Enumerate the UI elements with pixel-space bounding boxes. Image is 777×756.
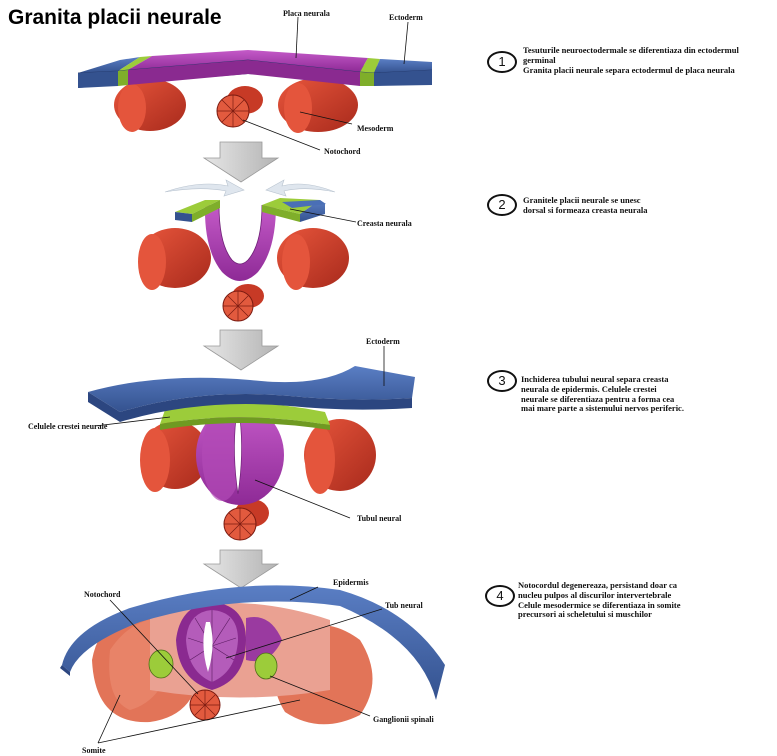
- label-creasta-neurala: Creasta neurala: [357, 219, 412, 228]
- down-arrow-1: [204, 142, 278, 182]
- step-2-number: 2: [487, 194, 517, 216]
- label-ectoderm-3: Ectoderm: [366, 337, 400, 346]
- stage-3-neural-tube: Ectoderm Celulele crestei neurale Tubul …: [28, 337, 415, 540]
- label-tubul-neural: Tubul neural: [357, 514, 402, 523]
- step-4-text: Notocordul degenereaza, persistand doar …: [518, 581, 768, 620]
- fold-arrow-left: [165, 180, 244, 196]
- spinal-ganglion-right: [255, 653, 277, 679]
- stage-1-neural-plate: Placa neurala Ectoderm Mesoderm Notochor…: [78, 9, 432, 156]
- label-placa-neurala: Placa neurala: [283, 9, 330, 18]
- label-notochord-1: Notochord: [324, 147, 361, 156]
- down-arrow-3: [204, 550, 278, 588]
- step-1-text: Tesuturile neuroectodermale se diferenti…: [523, 46, 773, 75]
- fold-arrow-right: [266, 180, 335, 196]
- step-1-number: 1: [487, 51, 517, 73]
- label-ganglionii-spinali: Ganglionii spinali: [373, 715, 434, 724]
- neural-groove: [205, 205, 276, 281]
- stage-4-somites: Epidermis Notochord Tub neural Ganglioni…: [60, 578, 445, 755]
- step-4-number: 4: [485, 585, 515, 607]
- step-3-text: Inchiderea tubului neural separa creasta…: [521, 375, 771, 414]
- label-notochord-4: Notochord: [84, 590, 121, 599]
- label-somite: Somite: [82, 746, 106, 755]
- label-celulele-crestei: Celulele crestei neurale: [28, 422, 108, 431]
- label-epidermis: Epidermis: [333, 578, 369, 587]
- label-tub-neural: Tub neural: [385, 601, 424, 610]
- stage-2-neural-folds: Creasta neurala: [138, 180, 412, 321]
- step-3-number: 3: [487, 370, 517, 392]
- down-arrow-2: [204, 330, 278, 370]
- label-ectoderm-1: Ectoderm: [389, 13, 423, 22]
- label-mesoderm: Mesoderm: [357, 124, 394, 133]
